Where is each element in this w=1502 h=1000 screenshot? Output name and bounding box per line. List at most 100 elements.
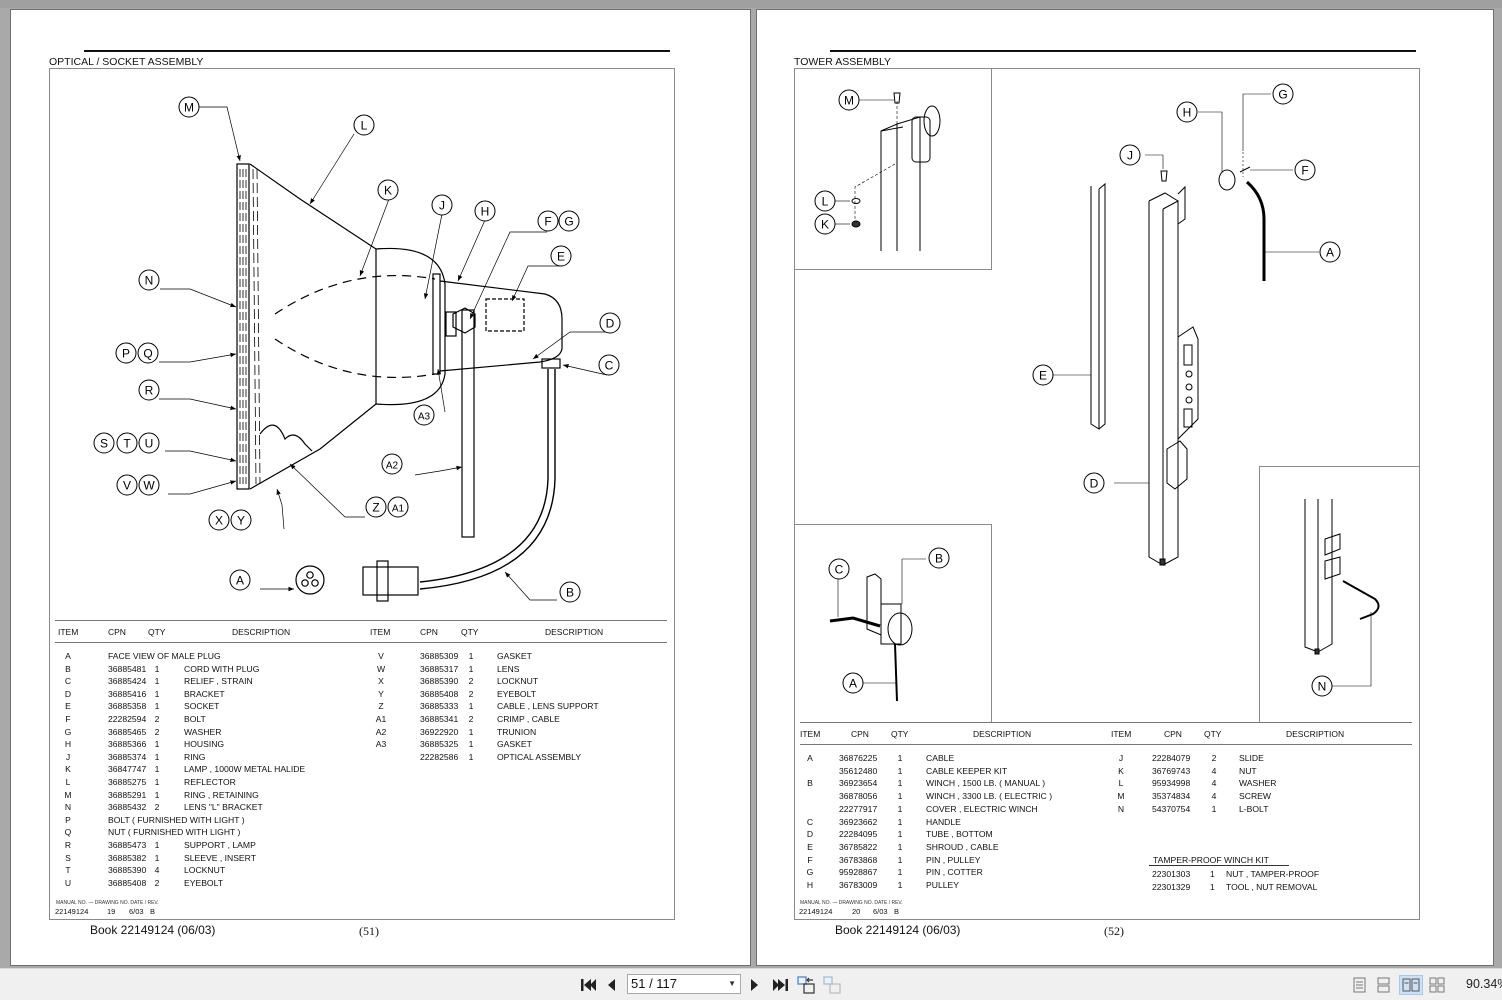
- callout-bubble: Y: [230, 509, 252, 531]
- cell-description: BOLT: [184, 714, 206, 724]
- callout-bubble: D: [599, 312, 621, 334]
- callout-label: L: [822, 195, 829, 209]
- callout-label: X: [215, 514, 223, 528]
- cell-cpn: 36885408: [420, 688, 459, 699]
- table-header-rule: [800, 744, 1412, 745]
- callout-bubble: E: [1032, 364, 1054, 386]
- cell-qty: 1: [468, 701, 474, 712]
- cell-cpn: 36885390: [420, 676, 459, 687]
- cell-cpn: 36885432: [108, 802, 147, 813]
- col-header-item: ITEM: [58, 627, 79, 637]
- cell-cpn: 36847747: [108, 764, 147, 775]
- callout-bubble: M: [178, 96, 200, 118]
- cell-item: D: [64, 688, 72, 699]
- col-header-cpn: CPN: [108, 627, 126, 637]
- view-two-page-continuous-button[interactable]: [1427, 975, 1447, 995]
- cell-description: WASHER: [184, 726, 222, 737]
- cell-qty: 1: [154, 751, 160, 762]
- cell-cpn: 36878056: [839, 791, 878, 802]
- reflector-outline: [249, 163, 377, 250]
- view-continuous-button[interactable]: [1374, 975, 1394, 995]
- col-header-description: DESCRIPTION: [973, 729, 1032, 739]
- callout-label: E: [1039, 369, 1047, 383]
- manual-number: 22149124: [55, 907, 89, 916]
- view-single-page-button[interactable]: [1350, 975, 1370, 995]
- kit-title-underline: [1149, 865, 1289, 866]
- cell-cpn: 36885374: [108, 751, 147, 762]
- cell-description: TOOL , NUT REMOVAL: [1226, 881, 1318, 892]
- previous-view-button[interactable]: [795, 975, 817, 995]
- cell-cpn: 36885309: [420, 651, 459, 661]
- cell-cpn: 36885325: [420, 739, 459, 750]
- next-page-button[interactable]: [747, 975, 763, 995]
- cell-description: L-BOLT: [1239, 803, 1269, 814]
- cell-description: LOCKNUT: [184, 865, 226, 876]
- callout-bubble: A2: [381, 453, 403, 475]
- cell-item: G: [64, 726, 72, 737]
- cell-cpn: 36769743: [1152, 765, 1191, 776]
- cell-item: C: [64, 676, 72, 687]
- cell-cpn: 36885382: [108, 852, 147, 863]
- zoom-level[interactable]: 90.34%: [1466, 977, 1502, 991]
- cell-cpn: 35374834: [1152, 791, 1191, 802]
- cell-item: P: [65, 814, 71, 825]
- drawing-number: 20: [852, 907, 861, 916]
- cell-item: A3: [375, 739, 387, 750]
- section-title: OPTICAL / SOCKET ASSEMBLY: [49, 56, 204, 68]
- previous-page-button[interactable]: [603, 975, 619, 995]
- two-page-icon: [1402, 978, 1420, 992]
- two-page-continuous-icon: [1429, 977, 1445, 993]
- cell-cpn: 22284079: [1152, 753, 1191, 763]
- cell-cpn: 36885341: [420, 714, 459, 724]
- cell-description: NUT ( FURNISHED WITH LIGHT ): [108, 827, 241, 838]
- dropdown-arrow-icon: ▼: [728, 979, 736, 988]
- callout-label: A1: [392, 504, 405, 515]
- cell-description: WINCH , 3300 LB. ( ELECTRIC ): [926, 791, 1053, 802]
- callout-label: C: [835, 563, 844, 577]
- callout-bubble: A3: [413, 404, 435, 426]
- cell-cpn: 36885366: [108, 739, 147, 750]
- cell-cpn: 36885358: [108, 701, 147, 712]
- cell-qty: 1: [1211, 803, 1217, 814]
- callout-label: F: [544, 215, 551, 229]
- cell-qty: 1: [897, 803, 903, 814]
- callout-bubble: A: [1319, 241, 1341, 263]
- col-header-cpn: CPN: [1164, 729, 1182, 739]
- first-page-button[interactable]: [578, 975, 598, 995]
- next-view-button[interactable]: [821, 975, 843, 995]
- col-header-qty: QTY: [1204, 729, 1222, 739]
- cell-cpn: 22282594: [108, 714, 147, 724]
- last-page-button[interactable]: [771, 975, 791, 995]
- cell-cpn: 36885473: [108, 840, 147, 850]
- callout-label: L: [361, 119, 368, 133]
- cell-description: RELIEF , STRAIN: [184, 676, 253, 687]
- callout-label: G: [564, 215, 573, 229]
- callout-bubble: L: [353, 114, 375, 136]
- cell-item: F: [65, 714, 71, 724]
- viewer-toolbar: 51 / 117 ▼ 90.34%: [0, 968, 1502, 1000]
- trunion-bar: [461, 309, 475, 538]
- callout-label: R: [145, 384, 154, 398]
- cell-item: S: [65, 852, 71, 863]
- cell-qty: 1: [897, 841, 903, 852]
- cell-cpn: 22277917: [839, 803, 878, 814]
- drawing-date: 6/03: [873, 907, 888, 916]
- callout-bubble: B: [928, 547, 950, 569]
- continuous-page-icon: [1377, 977, 1390, 993]
- cell-description: HANDLE: [926, 816, 961, 827]
- col-header-qty: QTY: [891, 729, 909, 739]
- next-page-icon: [751, 979, 758, 991]
- cell-qty: 1: [154, 777, 160, 787]
- page-number-select[interactable]: 51 / 117 ▼: [627, 974, 741, 994]
- last-page-icon: [773, 979, 788, 991]
- first-page-icon: [581, 979, 596, 991]
- cell-item: L: [65, 777, 71, 787]
- cell-cpn: 36885465: [108, 726, 147, 737]
- viewer-top-strip: [0, 0, 1502, 8]
- drawing-rev: B: [894, 907, 900, 916]
- view-two-page-button[interactable]: [1399, 975, 1423, 995]
- cell-description: BOLT ( FURNISHED WITH LIGHT ): [108, 814, 245, 825]
- drawing-meta-label: MANUAL NO. — DRAWING NO. DATE / REV.: [800, 900, 903, 906]
- cell-description: SOCKET: [184, 701, 220, 712]
